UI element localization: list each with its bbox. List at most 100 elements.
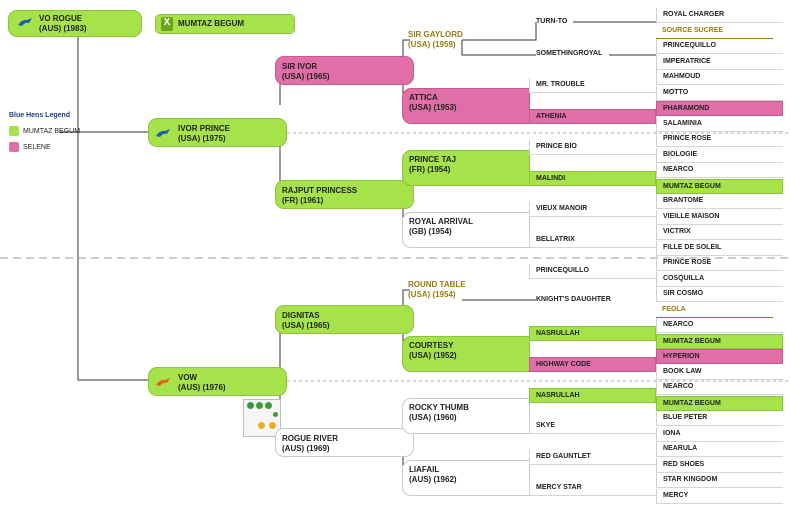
legend-swatch-green [9,126,19,136]
legend-label: SELENE [23,143,51,151]
horse-origin: (FR) (1954) [409,165,451,174]
rajput-princess-card[interactable]: RAJPUT PRINCESS (FR) (1961) [275,180,414,209]
knights-daughter-label[interactable]: KNIGHT'S DAUGHTER [536,296,611,303]
courtesy-card[interactable]: COURTESY (USA) (1952) [402,336,530,372]
gen6-cell[interactable]: MUMTAZ BEGUM [656,333,783,349]
gen6-cell[interactable]: FILLE DE SOLEIL [656,240,783,256]
rogue-river-card[interactable]: ROGUE RIVER (AUS) (1969) [275,428,414,457]
gen6-cell[interactable]: IONA [656,426,783,442]
horse-origin: (USA) (1960) [409,413,457,422]
gen5-cell[interactable]: PRINCEQUILLO [529,264,656,279]
gen6-cell[interactable]: FEOLA [656,303,773,318]
gen6-cell[interactable]: VICTRIX [656,225,783,240]
gen6-cell[interactable]: BOOK LAW [656,364,783,380]
sir-ivor-card[interactable]: SIR IVOR (USA) (1965) [275,56,414,85]
subject-name: VO ROGUE [39,14,83,23]
gen6-cell[interactable]: BRANTOME [656,194,783,209]
horse-name: LIAFAIL [409,465,440,474]
gen6-cell[interactable]: PHARAMOND [656,101,783,116]
gen6-cell[interactable]: BIOLOGIE [656,147,783,163]
sir-gaylord-label[interactable]: SIR GAYLORD (USA) (1959) [408,30,463,50]
gen6-cell[interactable]: SIR COSMO [656,287,783,302]
gen6-cell[interactable]: NEARULA [656,442,783,457]
gen5-cell[interactable]: NASRULLAH [529,326,656,341]
horse-origin: (USA) (1965) [282,72,330,81]
gen6-cell[interactable]: ROYAL CHARGER [656,8,783,23]
horse-name: SIR GAYLORD [408,30,463,39]
horse-name: RAJPUT PRINCESS [282,186,358,195]
cross-badge[interactable]: X MUMTAZ BEGUM [155,14,295,34]
gen6-cell[interactable]: NEARCO [656,380,783,395]
horse-icon [18,18,32,26]
sire-card[interactable]: IVOR PRINCE (USA) (1975) [148,118,287,147]
calendar-icon[interactable] [243,399,281,437]
attica-card[interactable]: ATTICA (USA) (1953) [402,88,530,124]
horse-name: DIGNITAS [282,311,320,320]
gen6-cell[interactable]: IMPERATRICE [656,54,783,70]
gen6-cell[interactable]: STAR KINGDOM [656,473,783,488]
turn-to-label[interactable]: TURN-TO [536,18,568,25]
horse-origin: (USA) (1952) [409,351,457,360]
dignitas-card[interactable]: DIGNITAS (USA) (1965) [275,305,414,334]
horse-name: ROUND TABLE [408,280,466,289]
horse-name: ROCKY THUMB [409,403,469,412]
gen6-cell[interactable]: MERCY [656,488,783,504]
gen5-cell[interactable]: MR. TROUBLE [529,78,656,93]
gen6-cell[interactable]: VIEILLE MAISON [656,209,783,225]
gen5-cell[interactable]: PRINCE BIO [529,140,656,155]
gen6-cell[interactable]: MAHMOUD [656,70,783,85]
gen6-cell[interactable]: PRINCEQUILLO [656,39,783,54]
subject-origin: (AUS) (1983) [39,24,87,33]
legend-swatch-pink [9,142,19,152]
gen5-cell[interactable]: SKYE [529,419,656,434]
horse-origin: (FR) (1961) [282,196,324,205]
gen6-cell[interactable]: HYPERION [656,349,783,364]
cross-x-icon: X [161,17,173,31]
gen6-cell[interactable]: NEARCO [656,318,783,333]
somethingroyal-label[interactable]: SOMETHINGROYAL [536,50,603,57]
subject-horse-card[interactable]: VO ROGUE (AUS) (1983) [8,10,142,37]
horse-name: SIR IVOR [282,62,318,71]
gen5-cell[interactable]: ATHENIA [529,109,656,124]
rocky-thumb-card[interactable]: ROCKY THUMB (USA) (1960) [402,398,530,434]
horse-name: COURTESY [409,341,454,350]
liafail-card[interactable]: LIAFAIL (AUS) (1962) [402,460,530,496]
gen6-cell[interactable]: PRINCE ROSE [656,256,783,271]
gen6-cell[interactable]: MOTTO [656,85,783,101]
gen5-cell[interactable]: MALINDI [529,171,656,186]
gen6-cell[interactable]: SOURCE SUCREE [656,24,773,39]
cross-badge-label: MUMTAZ BEGUM [178,19,245,28]
dam-origin: (AUS) (1976) [178,383,226,392]
gen5-cell[interactable]: BELLATRIX [529,233,656,248]
horse-icon [156,129,170,137]
gen5-cell[interactable]: VIEUX MANOIR [529,202,656,217]
horse-origin: (AUS) (1969) [282,444,330,453]
gen6-cell[interactable]: RED SHOES [656,457,783,473]
legend-item-mumtaz: MUMTAZ BEGUM [9,126,80,136]
royal-arrival-card[interactable]: ROYAL ARRIVAL (GB) (1954) [402,212,530,248]
sire-origin: (USA) (1975) [178,134,226,143]
gen5-cell[interactable]: MERCY STAR [529,481,656,496]
gen5-cell[interactable]: HIGHWAY CODE [529,357,656,372]
round-table-label[interactable]: ROUND TABLE (USA) (1954) [408,280,466,300]
horse-icon [156,378,170,386]
horse-origin: (USA) (1965) [282,321,330,330]
gen5-cell[interactable]: RED GAUNTLET [529,450,656,465]
horse-origin: (GB) (1954) [409,227,452,236]
dam-card[interactable]: VOW (AUS) (1976) [148,367,287,396]
gen5-cell[interactable]: NASRULLAH [529,388,656,403]
gen6-cell[interactable]: SALAMINIA [656,116,783,132]
horse-name: ROGUE RIVER [282,434,339,443]
gen6-cell[interactable]: MUMTAZ BEGUM [656,395,783,411]
gen6-cell[interactable]: BLUE PETER [656,411,783,426]
gen6-cell[interactable]: PRINCE ROSE [656,132,783,147]
legend-title: Blue Hens Legend [9,112,71,119]
gen6-cell[interactable]: NEARCO [656,163,783,178]
gen6-cell[interactable]: COSQUILLA [656,271,783,287]
gen6-cell[interactable]: MUMTAZ BEGUM [656,178,783,194]
legend-label: MUMTAZ BEGUM [23,127,81,135]
prince-taj-card[interactable]: PRINCE TAJ (FR) (1954) [402,150,530,186]
horse-origin: (USA) (1953) [409,103,457,112]
legend-item-selene: SELENE [9,142,51,152]
horse-origin: (USA) (1959) [408,40,456,49]
